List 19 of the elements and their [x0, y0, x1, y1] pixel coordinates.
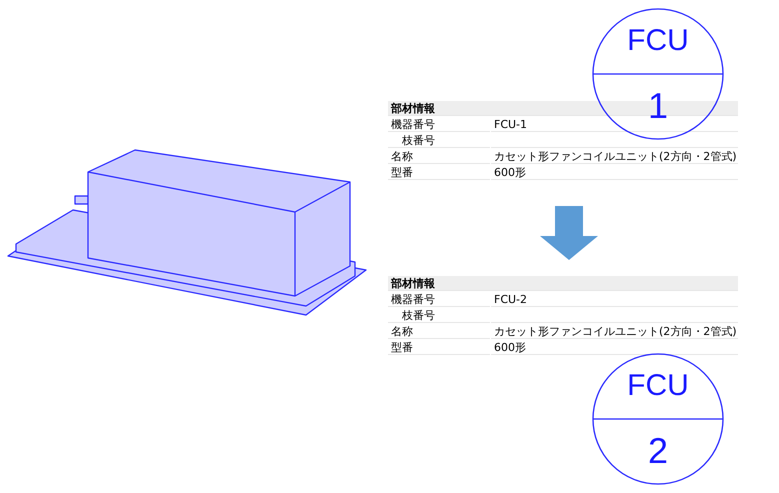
field-label: 名称	[388, 149, 490, 164]
field-value: FCU-1	[491, 117, 738, 132]
symbol-heading: FCU	[626, 24, 690, 58]
field-label: 枝番号	[388, 308, 490, 323]
field-label: 機器番号	[388, 292, 490, 307]
field-value: 600形	[491, 340, 738, 355]
table-header: 部材情報	[388, 276, 738, 291]
field-value: FCU-2	[491, 292, 738, 307]
field-value: カセット形ファンコイルユニット(2方向・2管式)	[491, 149, 738, 164]
field-label: 名称	[388, 324, 490, 339]
field-value: 600形	[491, 165, 738, 180]
field-value: カセット形ファンコイルユニット(2方向・2管式)	[491, 324, 738, 339]
block-arrow	[540, 206, 598, 260]
symbol-number: 2	[646, 431, 670, 471]
field-label: 機器番号	[388, 117, 490, 132]
field-label: 型番	[388, 340, 490, 355]
field-label: 枝番号	[388, 133, 490, 148]
field-label: 型番	[388, 165, 490, 180]
symbol-heading: FCU	[626, 369, 690, 404]
